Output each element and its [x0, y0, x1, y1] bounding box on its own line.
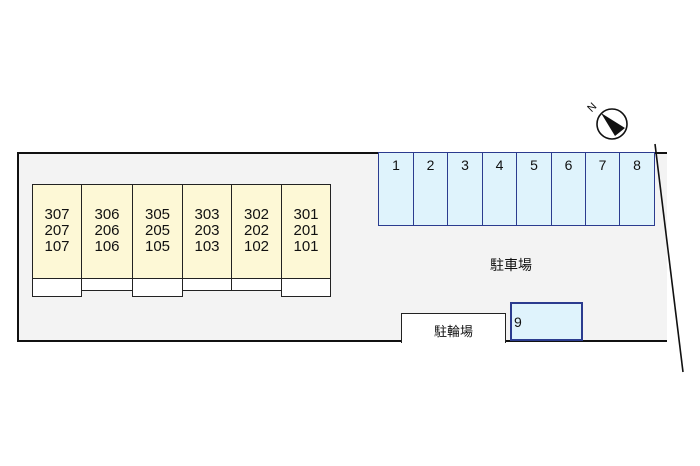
- north-arrow-icon: N: [585, 101, 628, 140]
- parking-space: 8: [619, 152, 655, 226]
- parking-space: 6: [551, 152, 586, 226]
- parking-space-number: 7: [598, 157, 607, 173]
- parking-space-number: 5: [530, 157, 538, 173]
- parking-space-number: 2: [426, 157, 435, 173]
- balcony: [32, 279, 82, 297]
- parking-space-number: 8: [633, 157, 641, 173]
- room-number: 107: [44, 238, 70, 255]
- parking-label: 駐車場: [490, 257, 532, 273]
- parking-space-9: 9: [510, 302, 583, 341]
- bicycle-parking-label: 駐輪場: [433, 324, 473, 339]
- parking-space-number: 3: [461, 157, 469, 173]
- parking-space-number: 1: [392, 157, 400, 173]
- room-number: 303: [194, 206, 220, 223]
- svg-text:N: N: [585, 101, 599, 115]
- room-number: 305: [144, 206, 171, 223]
- room-number: 207: [44, 222, 70, 239]
- room-number: 103: [194, 238, 220, 255]
- parking-space: 7: [585, 152, 620, 226]
- bicycle-parking: 駐輪場: [401, 313, 506, 343]
- balcony: [81, 279, 133, 291]
- room-number: 306: [94, 206, 120, 223]
- room-number: 307: [44, 206, 70, 223]
- balcony: [231, 279, 282, 291]
- parking-space-number: 4: [495, 157, 504, 173]
- room-number: 102: [243, 238, 270, 255]
- parking-space: 1: [378, 152, 414, 226]
- parking-space: 5: [516, 152, 552, 226]
- room-number: 203: [194, 222, 220, 239]
- room-number: 101: [293, 238, 319, 255]
- room-number: 302: [243, 206, 270, 223]
- room-number: 202: [243, 222, 270, 239]
- room-number: 205: [144, 222, 171, 239]
- parking-space: 4: [482, 152, 517, 226]
- parking-space: 2: [413, 152, 448, 226]
- parking-space-number: 6: [564, 157, 573, 173]
- balcony: [132, 279, 183, 297]
- room-number: 206: [94, 222, 120, 239]
- balcony: [281, 279, 331, 297]
- balcony: [182, 279, 232, 291]
- room-number: 201: [293, 222, 319, 239]
- room-number: 105: [144, 238, 171, 255]
- parking-space: 3: [447, 152, 483, 226]
- room-number: 106: [94, 238, 120, 255]
- room-number: 301: [293, 206, 319, 223]
- parking-space-number: 9: [514, 314, 522, 330]
